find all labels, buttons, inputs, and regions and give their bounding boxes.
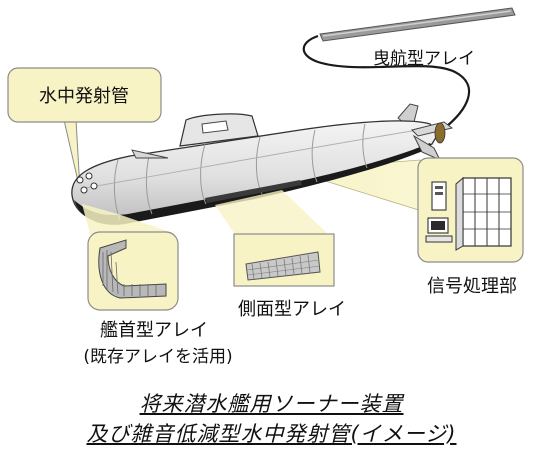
side-array-icon [245,251,321,281]
side-label: 側面型アレイ [238,299,346,320]
caption-line-1: 将来潜水艦用ソーナー装置 [139,392,404,416]
caption-line-2: 及び雑音低減型水中発射管(イメージ) [86,422,457,446]
side-beam [215,190,330,236]
towed-cable [302,34,471,134]
tube-callout [7,67,162,191]
bow-note: (既存アレイを活用) [83,347,232,367]
computer-terminal-icon [425,181,453,243]
bow-beam [82,204,176,234]
bow-label: 艦首型アレイ [100,320,208,341]
bow-array-icon [98,239,167,299]
towed-array-icon [319,7,516,42]
tube-label: 水中発射管 [39,86,129,107]
signal-label: 信号処理部 [427,276,517,297]
towed-array-label: 曳航型アレイ [373,49,475,69]
server-rack-icon [455,176,512,251]
